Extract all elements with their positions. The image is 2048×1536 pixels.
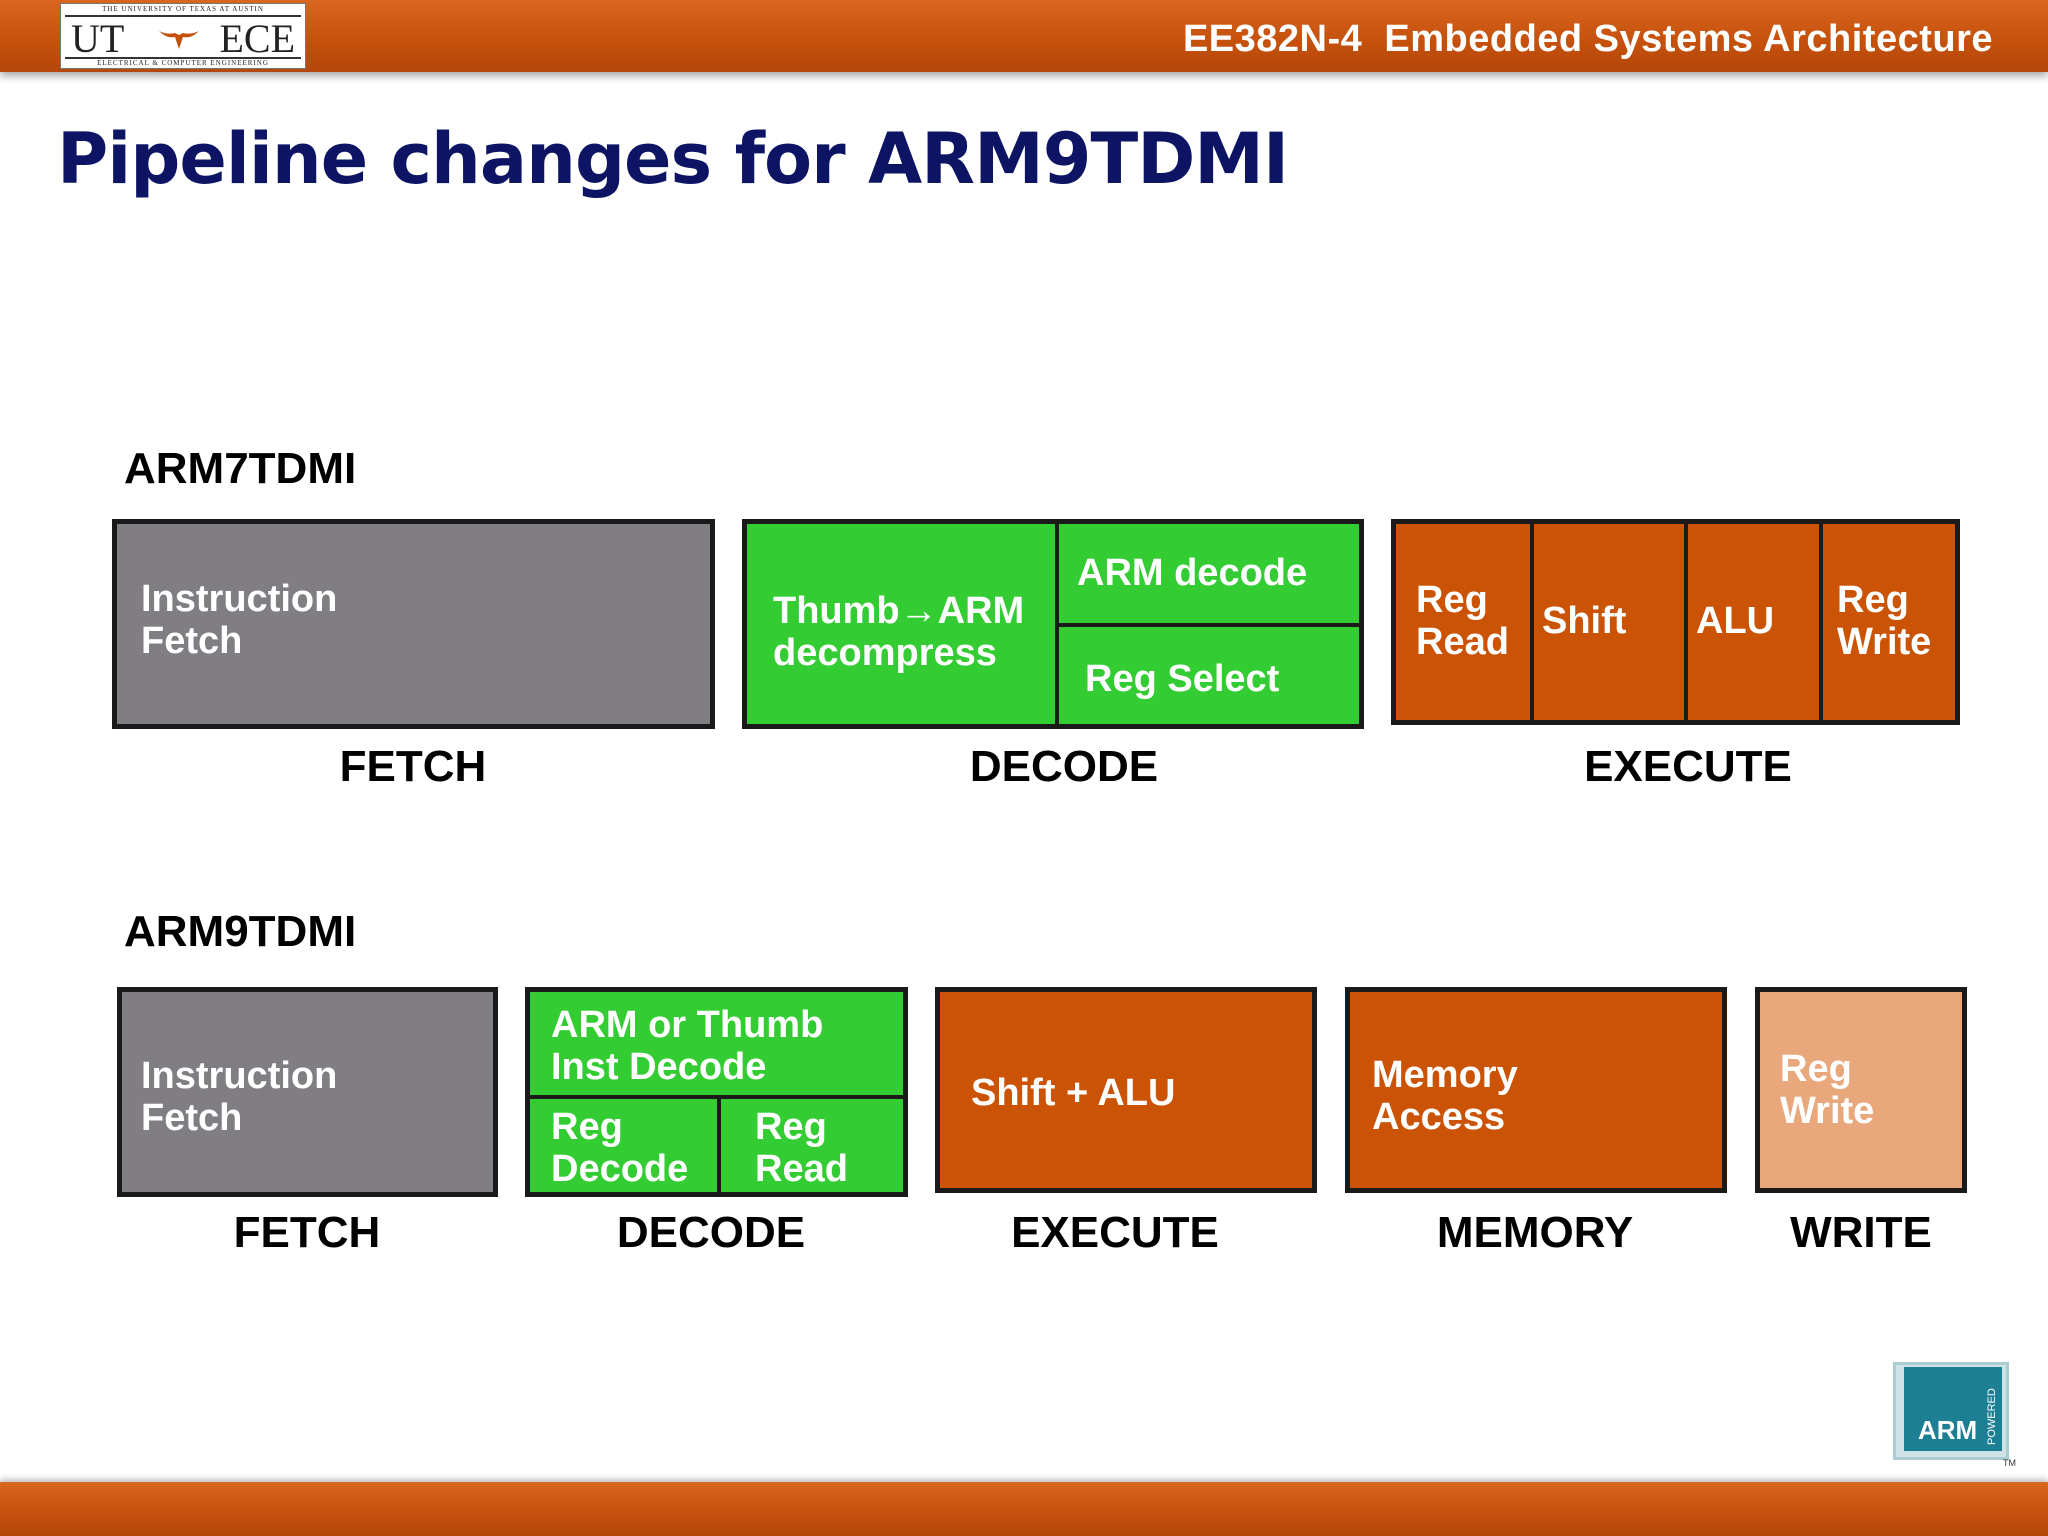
arm9-fetch-text: Instruction Fetch [141, 1055, 338, 1139]
ut-ece-logo: THE UNIVERSITY OF TEXAS AT AUSTIN UT ECE… [60, 3, 306, 69]
logo-bottom-line: ELECTRICAL & COMPUTER ENGINEERING [97, 59, 269, 67]
arm9-decode-box: ARM or Thumb Inst Decode Reg Decode Reg … [525, 987, 908, 1197]
longhorn-icon [159, 31, 199, 49]
arm-logo-trademark: TM [2003, 1458, 2016, 1468]
arm9-decode-top: ARM or Thumb Inst Decode [551, 1004, 824, 1088]
arm7-execute-reg-write: Reg Write [1837, 579, 1932, 663]
arm7-execute-stage: EXECUTE [1584, 742, 1792, 791]
arm7-execute-divider-1 [1530, 524, 1534, 720]
arm7-execute-divider-2 [1684, 524, 1688, 720]
logo-band: UT ECE [65, 15, 301, 59]
arm9-fetch-box: Instruction Fetch [117, 987, 498, 1197]
arm9-decode-divider-v [717, 1099, 721, 1192]
arm-logo-panel: ARM POWERED [1904, 1367, 2002, 1451]
arm7-fetch-box: Instruction Fetch [112, 519, 715, 729]
arm7-decode-divider-h [1059, 623, 1359, 627]
course-title: EE382N-4 Embedded Systems Architecture [1182, 18, 1993, 60]
arm9-write-box: Reg Write [1755, 987, 1967, 1193]
arm9-execute-box: Shift + ALU [935, 987, 1317, 1193]
header-bar: THE UNIVERSITY OF TEXAS AT AUSTIN UT ECE… [0, 0, 2048, 72]
arm7-fetch-text: Instruction Fetch [141, 578, 338, 662]
arm7-execute-reg-read: Reg Read [1416, 579, 1509, 663]
arm-logo-brand: ARM [1918, 1415, 1978, 1445]
logo-ece-text: ECE [219, 16, 295, 61]
footer-bar [0, 1482, 2048, 1536]
arm7-label: ARM7TDMI [124, 444, 357, 493]
arm7-decode-bottom-right: Reg Select [1085, 658, 1280, 700]
slide-title: Pipeline changes for ARM9TDMI [57, 118, 1289, 200]
arm9-write-stage: WRITE [1790, 1208, 1932, 1257]
arm9-memory-box: Memory Access [1345, 987, 1727, 1193]
arm7-decode-divider-v [1055, 524, 1059, 724]
arm7-execute-divider-3 [1819, 524, 1823, 720]
arm9-memory-stage: MEMORY [1436, 1208, 1634, 1257]
arm-logo-tagline: POWERED [1986, 1388, 1998, 1445]
arm9-write-text: Reg Write [1780, 1048, 1875, 1132]
arm9-decode-divider-h [530, 1095, 903, 1099]
arm7-execute-box: Reg Read Shift ALU Reg Write [1391, 519, 1960, 725]
arm9-fetch-stage: FETCH [233, 1208, 381, 1257]
arm9-execute-text: Shift + ALU [971, 1072, 1176, 1114]
arm-powered-logo: ARM POWERED [1893, 1362, 2009, 1460]
arm9-execute-stage: EXECUTE [1011, 1208, 1219, 1257]
arm9-label: ARM9TDMI [124, 907, 357, 956]
logo-ut-text: UT [71, 16, 125, 61]
arm9-memory-text: Memory Access [1372, 1054, 1518, 1138]
arm7-decode-top-right: ARM decode [1077, 552, 1308, 594]
arm9-decode-stage: DECODE [616, 1208, 806, 1257]
arm7-execute-alu: ALU [1696, 600, 1775, 642]
arm7-decode-stage: DECODE [969, 742, 1159, 791]
arm7-decode-box: Thumb→ARM decompress ARM decode Reg Sele… [742, 519, 1364, 729]
arm9-decode-reg-decode: Reg Decode [551, 1106, 689, 1190]
arm7-decode-left-text: Thumb→ARM decompress [773, 590, 1025, 674]
arm7-fetch-stage: FETCH [339, 742, 487, 791]
logo-top-line: THE UNIVERSITY OF TEXAS AT AUSTIN [102, 5, 264, 13]
arm7-execute-shift: Shift [1542, 600, 1627, 642]
arm9-decode-reg-read: Reg Read [755, 1106, 848, 1190]
